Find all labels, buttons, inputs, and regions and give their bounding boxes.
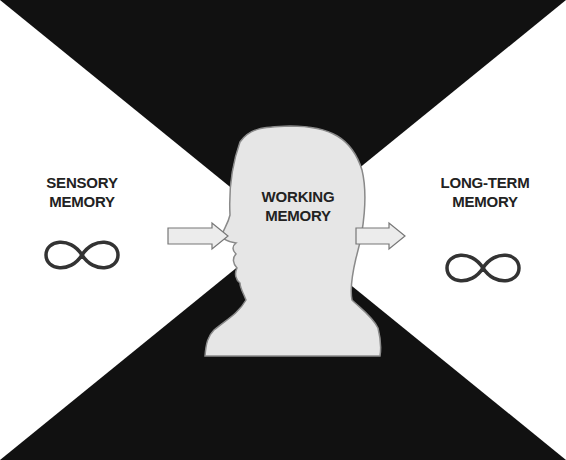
node-label: WORKING MEMORY	[228, 187, 368, 225]
top-triangle	[0, 0, 566, 230]
node-label: LONG-TERM MEMORY	[430, 173, 540, 211]
head-shape	[205, 126, 381, 356]
head-outline	[228, 125, 356, 357]
infinity-symbol	[46, 242, 118, 268]
block-arrow	[356, 223, 405, 249]
memory-store: LONG-TERM MEMORY	[405, 165, 565, 285]
head-silhouette: WORKING MEMORY	[228, 125, 356, 357]
block-arrow	[168, 223, 228, 249]
node-label: SENSORY MEMORY	[37, 173, 127, 211]
memory-store: SENSORY MEMORY	[5, 165, 168, 285]
infinity-symbol	[447, 255, 519, 281]
